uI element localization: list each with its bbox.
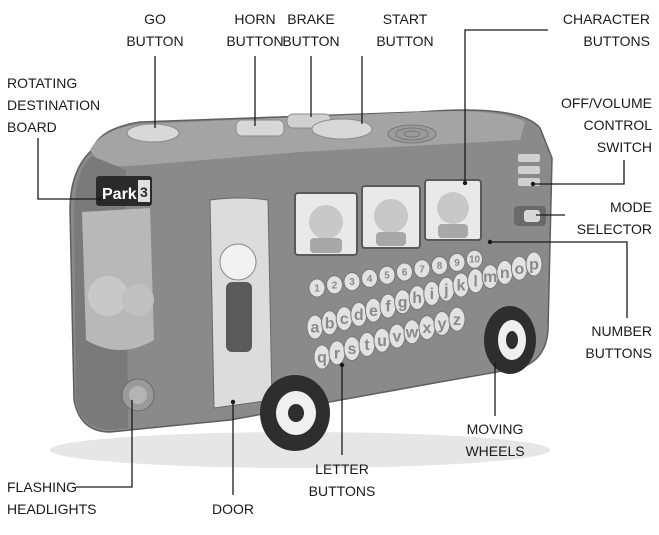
label-number-buttons: NUMBER BUTTONS bbox=[560, 320, 652, 364]
front-wheel bbox=[260, 375, 330, 451]
letter-key[interactable]: t bbox=[359, 332, 375, 356]
go-button[interactable] bbox=[127, 124, 179, 142]
number-key[interactable]: 5 bbox=[379, 266, 395, 284]
letter-key-label: y bbox=[438, 316, 447, 333]
letter-key[interactable]: f bbox=[380, 294, 396, 318]
letter-key-label: d bbox=[354, 307, 364, 324]
label-brake-button: BRAKE BUTTON bbox=[279, 8, 343, 52]
number-key-label: 6 bbox=[402, 268, 408, 279]
letter-key-label: t bbox=[364, 337, 370, 354]
letter-key-label: m bbox=[483, 269, 497, 286]
letter-key[interactable]: k bbox=[453, 273, 469, 297]
letter-key[interactable]: p bbox=[526, 252, 542, 276]
number-key-label: 2 bbox=[332, 280, 338, 291]
letter-key[interactable]: z bbox=[449, 307, 465, 331]
letter-key[interactable]: r bbox=[329, 341, 345, 365]
letter-key[interactable]: y bbox=[434, 311, 450, 335]
letter-key[interactable]: x bbox=[419, 316, 435, 340]
letter-key[interactable]: i bbox=[424, 281, 440, 305]
mode-selector[interactable] bbox=[524, 210, 540, 222]
number-key-label: 5 bbox=[384, 271, 390, 282]
number-key-label: 7 bbox=[419, 264, 425, 275]
label-volume-switch: OFF/VOLUME CONTROL SWITCH bbox=[530, 92, 652, 158]
letter-key[interactable]: a bbox=[307, 315, 323, 339]
letter-key[interactable]: j bbox=[438, 277, 454, 301]
letter-key[interactable]: o bbox=[511, 256, 527, 280]
letter-key[interactable]: w bbox=[404, 320, 420, 344]
letter-key-label: l bbox=[473, 273, 477, 290]
letter-key-label: c bbox=[340, 311, 349, 328]
number-key-label: 4 bbox=[367, 274, 373, 285]
start-button[interactable] bbox=[312, 119, 372, 139]
number-key-label: 8 bbox=[437, 261, 443, 272]
letter-key-label: p bbox=[529, 257, 539, 274]
label-letter-buttons: LETTER BUTTONS bbox=[296, 458, 388, 502]
letter-key[interactable]: l bbox=[468, 269, 484, 293]
label-door: DOOR bbox=[195, 498, 271, 520]
number-key-label: 9 bbox=[454, 258, 460, 269]
letter-key[interactable]: g bbox=[395, 290, 411, 314]
letter-key-label: v bbox=[393, 329, 402, 346]
letter-key-label: o bbox=[515, 261, 525, 278]
number-key[interactable]: 10 bbox=[467, 250, 483, 268]
letter-key[interactable]: h bbox=[409, 286, 425, 310]
letter-key[interactable]: u bbox=[374, 328, 390, 352]
label-character-buttons: CHARACTER BUTTONS bbox=[530, 8, 650, 52]
letter-key-label: f bbox=[385, 299, 391, 316]
letter-key-label: r bbox=[334, 345, 340, 362]
number-key[interactable]: 1 bbox=[309, 279, 325, 297]
letter-key[interactable]: s bbox=[344, 337, 360, 361]
label-start-button: START BUTTON bbox=[358, 8, 452, 52]
label-mode-selector: MODE SELECTOR bbox=[560, 196, 652, 240]
letter-key[interactable]: b bbox=[322, 311, 338, 335]
number-key-label: 1 bbox=[314, 284, 320, 295]
number-key[interactable]: 9 bbox=[449, 253, 465, 271]
letter-key-label: z bbox=[453, 312, 461, 329]
route-number: 3 bbox=[140, 184, 148, 200]
letter-key-label: j bbox=[443, 282, 448, 299]
destination-text: Park bbox=[102, 186, 137, 203]
letter-key[interactable]: v bbox=[389, 324, 405, 348]
number-key[interactable]: 6 bbox=[397, 263, 413, 281]
letter-key[interactable]: e bbox=[365, 298, 381, 322]
number-key[interactable]: 7 bbox=[414, 260, 430, 278]
letter-key-label: h bbox=[412, 290, 422, 307]
letter-key[interactable]: m bbox=[482, 265, 498, 289]
number-key-label: 10 bbox=[469, 255, 481, 266]
letter-key-label: w bbox=[405, 324, 419, 341]
letter-key[interactable]: n bbox=[497, 260, 513, 284]
letter-key-label: i bbox=[430, 286, 434, 303]
horn-button[interactable] bbox=[236, 120, 284, 136]
letter-key-label: n bbox=[500, 265, 510, 282]
letter-key-label: s bbox=[348, 341, 357, 358]
letter-key-label: u bbox=[377, 333, 387, 350]
letter-key[interactable]: c bbox=[336, 307, 352, 331]
letter-key-label: x bbox=[423, 320, 432, 337]
letter-key-label: q bbox=[317, 350, 327, 367]
letter-key[interactable]: d bbox=[351, 302, 367, 326]
number-key[interactable]: 2 bbox=[327, 276, 343, 294]
letter-key-label: a bbox=[311, 320, 320, 337]
label-go-button: GO BUTTON bbox=[103, 8, 207, 52]
number-key-label: 3 bbox=[349, 277, 355, 288]
letter-key[interactable]: q bbox=[314, 345, 330, 369]
number-key[interactable]: 3 bbox=[344, 273, 360, 291]
letter-key-label: g bbox=[398, 294, 408, 311]
label-moving-wheels: MOVING WHEELS bbox=[447, 418, 543, 462]
letter-key-label: e bbox=[369, 303, 378, 320]
number-key[interactable]: 4 bbox=[362, 269, 378, 287]
rear-wheel bbox=[484, 306, 536, 374]
label-destination-board: ROTATING DESTINATION BOARD bbox=[7, 72, 100, 138]
label-flashing-headlights: FLASHING HEADLIGHTS bbox=[7, 476, 96, 520]
letter-key-label: k bbox=[457, 278, 466, 295]
letter-key-label: b bbox=[325, 315, 335, 332]
number-key[interactable]: 8 bbox=[432, 257, 448, 275]
